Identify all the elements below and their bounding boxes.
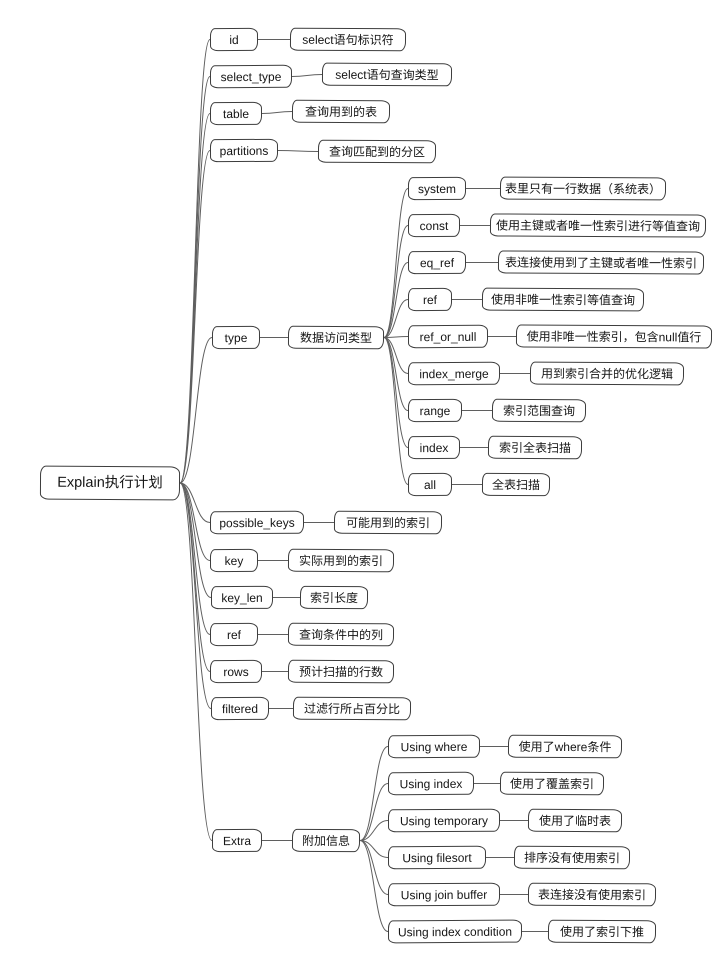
node-d_f_partitions: 查询匹配到的分区 xyxy=(317,139,437,164)
node-e_using_temporary: Using temporary xyxy=(387,808,501,833)
node-dt_all: 全表扫描 xyxy=(481,472,551,497)
node-f_id: id xyxy=(209,27,259,52)
node-t_all: all xyxy=(407,472,453,497)
connector xyxy=(179,482,211,635)
connector xyxy=(179,113,211,484)
connector xyxy=(383,262,409,338)
node-dt_index: 索引全表扫描 xyxy=(487,435,583,460)
connector xyxy=(179,337,213,484)
node-t_ref: ref xyxy=(407,287,453,312)
node-e_using_index: Using index xyxy=(387,771,475,796)
connector xyxy=(383,225,409,338)
node-dt_ref_or_null: 使用非唯一性索引，包含null值行 xyxy=(515,324,713,349)
connector xyxy=(179,482,212,598)
node-t_const: const xyxy=(407,213,461,238)
node-t_ref_or_null: ref_or_null xyxy=(407,324,489,349)
node-d_f_table: 查询用到的表 xyxy=(291,99,391,124)
node-de_using_join_buffer: 表连接没有使用索引 xyxy=(527,882,657,907)
connector xyxy=(179,150,211,484)
node-d_f_extra: 附加信息 xyxy=(291,828,361,853)
connector xyxy=(359,820,389,841)
connector xyxy=(261,111,293,114)
node-d_f_key: 实际用到的索引 xyxy=(287,548,395,573)
node-d_f_type: 数据访问类型 xyxy=(287,325,385,350)
connector xyxy=(359,746,389,841)
node-f_key_len: key_len xyxy=(210,585,274,610)
connector xyxy=(383,337,409,411)
node-dt_const: 使用主键或者唯一性索引进行等值查询 xyxy=(489,213,707,238)
connector xyxy=(359,840,389,932)
node-f_partitions: partitions xyxy=(209,138,279,163)
connector xyxy=(179,482,213,841)
connector xyxy=(291,74,323,77)
node-f_select_type: select_type xyxy=(209,64,293,89)
node-f_possible_keys: possible_keys xyxy=(209,510,305,535)
node-d_f_id: select语句标识符 xyxy=(289,27,407,52)
node-d_f_filtered: 过滤行所占百分比 xyxy=(292,696,412,721)
node-de_using_index_condition: 使用了索引下推 xyxy=(547,919,657,944)
connector xyxy=(359,783,389,841)
connector xyxy=(359,840,389,895)
node-f_key: key xyxy=(209,548,259,573)
node-t_system: system xyxy=(407,176,467,201)
node-e_using_index_condition: Using index condition xyxy=(387,919,523,944)
node-dt_eq_ref: 表连接使用到了主键或者唯一性索引 xyxy=(497,250,705,275)
node-e_using_join_buffer: Using join buffer xyxy=(387,882,501,907)
node-t_index_merge: index_merge xyxy=(407,361,501,386)
connector xyxy=(179,482,212,709)
node-de_using_where: 使用了where条件 xyxy=(507,734,623,759)
connector xyxy=(383,188,409,338)
node-f_extra: Extra xyxy=(211,828,263,853)
node-d_f_select_type: select语句查询类型 xyxy=(321,62,453,87)
node-d_f_possible_keys: 可能用到的索引 xyxy=(333,510,443,535)
node-dt_ref: 使用非唯一性索引等值查询 xyxy=(481,287,645,312)
node-f_type: type xyxy=(211,325,261,350)
connector xyxy=(383,336,409,338)
node-d_f_ref: 查询条件中的列 xyxy=(287,622,395,647)
node-de_using_index: 使用了覆盖索引 xyxy=(499,771,605,796)
node-root: Explain执行计划 xyxy=(39,465,181,501)
node-f_filtered: filtered xyxy=(210,696,270,721)
node-de_using_filesort: 排序没有使用索引 xyxy=(513,845,631,870)
node-f_rows: rows xyxy=(209,659,263,684)
connector xyxy=(383,337,409,485)
node-e_using_filesort: Using filesort xyxy=(387,845,487,870)
node-t_eq_ref: eq_ref xyxy=(407,250,467,275)
node-t_index: index xyxy=(407,435,461,460)
connector xyxy=(277,150,319,152)
connector xyxy=(383,299,409,338)
node-dt_index_merge: 用到索引合并的优化逻辑 xyxy=(529,361,685,386)
node-de_using_temporary: 使用了临时表 xyxy=(527,808,623,833)
node-dt_range: 索引范围查询 xyxy=(491,398,587,423)
node-dt_system: 表里只有一行数据（系统表） xyxy=(499,176,667,201)
node-d_f_key_len: 索引长度 xyxy=(299,585,369,610)
connector xyxy=(179,482,211,523)
node-t_range: range xyxy=(407,398,463,423)
node-f_ref: ref xyxy=(209,622,259,647)
node-e_using_where: Using where xyxy=(387,734,481,759)
node-f_table: table xyxy=(209,101,263,126)
node-d_f_rows: 预计扫描的行数 xyxy=(287,659,395,684)
